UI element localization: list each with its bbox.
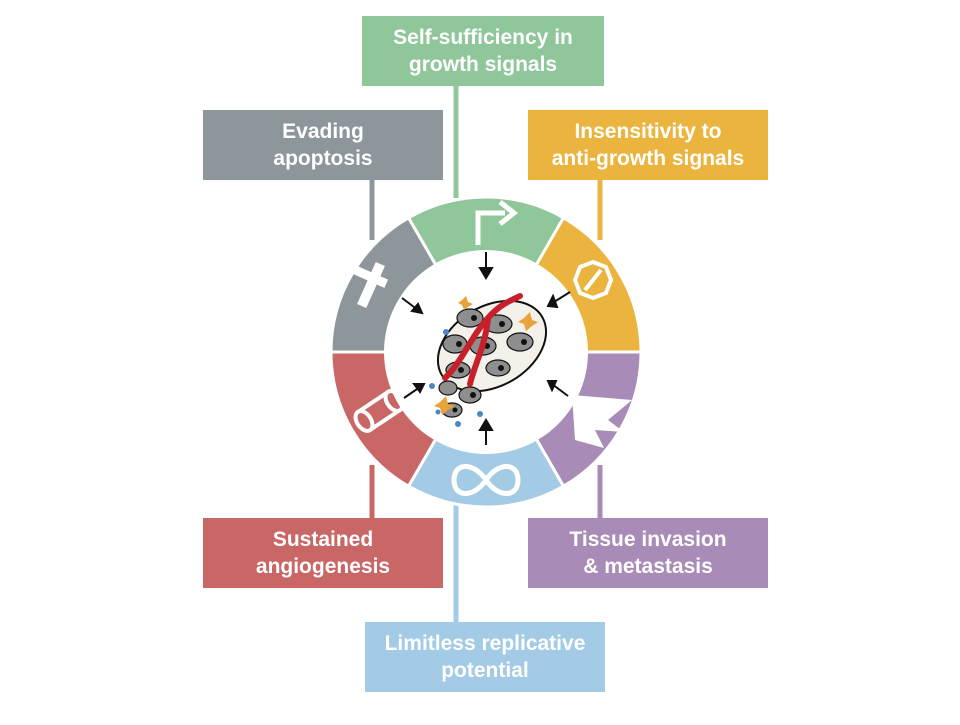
arrow-right	[546, 380, 569, 397]
stromal-cells	[434, 296, 538, 415]
infinity-icon	[451, 464, 521, 496]
hallmark-label-antigrowth: Insensitivity to anti-growth signals	[551, 120, 745, 170]
arrow-top-right	[546, 291, 571, 309]
blood-vessel	[442, 293, 523, 387]
hallmark-box-invasion: Tissue invasion & metastasis	[528, 518, 768, 588]
tumor-illustration	[429, 293, 548, 427]
hallmark-label-angio: Sustained angiogenesis	[255, 528, 391, 578]
hallmark-label-apoptosis: Evading apoptosis	[273, 120, 373, 170]
hallmark-box-angio: Sustained angiogenesis	[203, 518, 443, 588]
inward-arrows	[401, 252, 571, 445]
jagged-edge-icon	[572, 395, 632, 448]
vessel-tube-icon	[353, 389, 405, 433]
hallmark-label-invasion: Tissue invasion & metastasis	[569, 528, 727, 578]
hallmark-box-growth: Self-sufficiency in growth signals	[362, 16, 604, 86]
connector-lines	[369, 86, 603, 622]
ring-icons	[351, 200, 632, 496]
arrow-top-left	[401, 297, 424, 315]
no-entry-sign-icon	[572, 259, 614, 301]
hallmark-box-apoptosis: Evading apoptosis	[203, 110, 443, 180]
hallmark-box-antigrowth: Insensitivity to anti-growth signals	[528, 110, 768, 180]
cross-icon	[351, 261, 389, 309]
arrow-bottom-left	[403, 383, 426, 399]
hallmark-box-limitless: Limitless replicative potential	[365, 622, 605, 692]
bent-arrow-icon	[475, 200, 519, 245]
hallmark-label-growth: Self-sufficiency in growth signals	[393, 26, 573, 76]
cell-nuclei	[452, 315, 527, 413]
immune-cells	[429, 329, 483, 427]
hallmark-label-limitless: Limitless replicative potential	[384, 632, 586, 682]
arrow-top	[478, 252, 494, 280]
arrow-bottom	[478, 418, 494, 445]
